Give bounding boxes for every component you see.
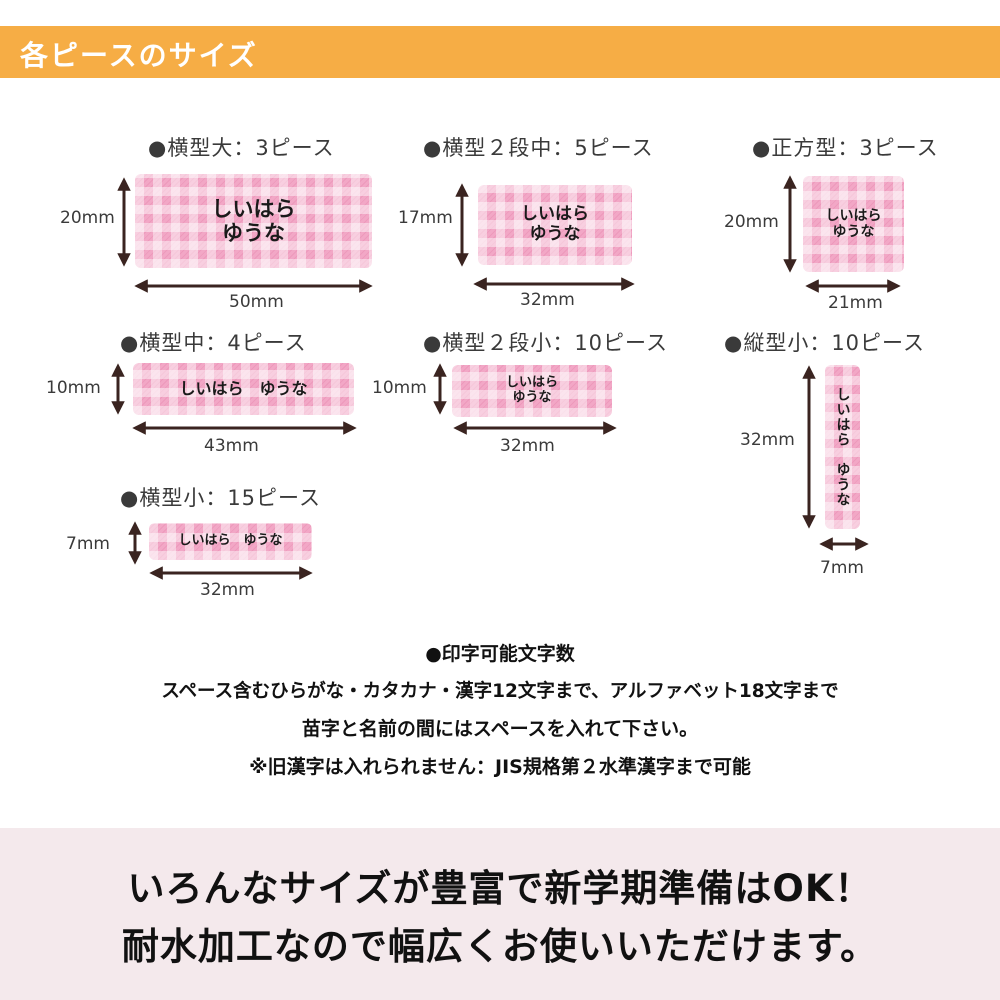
square-name-label: しいはら ゆうな bbox=[803, 176, 904, 272]
small-width-value: 32mm bbox=[200, 580, 255, 600]
vertical-width-value: 7mm bbox=[820, 558, 864, 578]
footer-line-2: 耐水加工なので幅広くお使いいただけます。 bbox=[121, 925, 879, 968]
footer-panel bbox=[0, 828, 1000, 1000]
info-line-3: ※旧漢字は入れられません：JIS規格第２水準漢字まで可能 bbox=[249, 756, 751, 778]
vertical-height-value: 32mm bbox=[740, 430, 795, 450]
large-width-value: 50mm bbox=[229, 292, 284, 312]
two-mid-height-value: 17mm bbox=[398, 208, 453, 228]
mid-label-text: しいはら ゆうな bbox=[179, 378, 308, 398]
header-title: 各ピースのサイズ bbox=[20, 39, 258, 72]
mid-piece-title: ●横型中：4ピース bbox=[120, 331, 307, 355]
two-mid-piece-title: ●横型２段中：5ピース bbox=[423, 136, 654, 160]
large-label-line1: しいはら bbox=[211, 196, 296, 221]
mid-height-value: 10mm bbox=[46, 378, 101, 398]
two-small-label-line2: ゆうな bbox=[512, 390, 552, 405]
info-heading: ●印字可能文字数 bbox=[425, 643, 575, 665]
small-name-label: しいはら ゆうな bbox=[149, 523, 312, 560]
square-label-line2: ゆうな bbox=[832, 224, 875, 240]
two-mid-name-label: しいはら ゆうな bbox=[478, 185, 632, 265]
footer-line-1: いろんなサイズが豊富で新学期準備はOK！ bbox=[127, 867, 873, 910]
square-height-value: 20mm bbox=[724, 212, 779, 232]
square-width-value: 21mm bbox=[828, 293, 883, 313]
square-piece-title: ●正方型：3ピース bbox=[752, 136, 939, 160]
header-banner bbox=[0, 26, 1000, 78]
small-piece-title: ●横型小：15ピース bbox=[120, 486, 321, 510]
info-line-2: 苗字と名前の間にはスペースを入れて下さい。 bbox=[301, 718, 699, 740]
small-label-text: しいはら ゆうな bbox=[178, 533, 283, 549]
two-small-name-label: しいはら ゆうな bbox=[452, 365, 612, 417]
two-small-label-line1: しいはら bbox=[505, 375, 558, 391]
two-mid-label-line1: しいはら bbox=[521, 204, 589, 225]
two-small-piece-title: ●横型２段小：10ピース bbox=[423, 331, 668, 355]
info-line-1: スペース含むひらがな・カタカナ・漢字12文字まで、アルファベット18文字まで bbox=[161, 681, 839, 702]
vertical-label-text: しいはら ゆうな bbox=[834, 387, 851, 507]
large-label-line2: ゆうな bbox=[222, 221, 285, 245]
mid-width-value: 43mm bbox=[204, 436, 259, 456]
two-mid-width-value: 32mm bbox=[520, 290, 575, 310]
mid-name-label: しいはら ゆうな bbox=[133, 363, 354, 415]
vertical-piece-title: ●縦型小：10ピース bbox=[724, 331, 925, 355]
two-small-width-value: 32mm bbox=[500, 436, 555, 456]
two-small-height-value: 10mm bbox=[372, 378, 427, 398]
large-height-value: 20mm bbox=[60, 208, 115, 228]
large-name-label: しいはら ゆうな bbox=[135, 174, 372, 268]
square-label-line1: しいはら bbox=[825, 207, 882, 224]
two-mid-label-line2: ゆうな bbox=[529, 224, 581, 244]
vertical-name-label: しいはら ゆうな bbox=[825, 365, 860, 529]
small-height-value: 7mm bbox=[66, 534, 110, 554]
large-piece-title: ●横型大：3ピース bbox=[148, 136, 335, 160]
